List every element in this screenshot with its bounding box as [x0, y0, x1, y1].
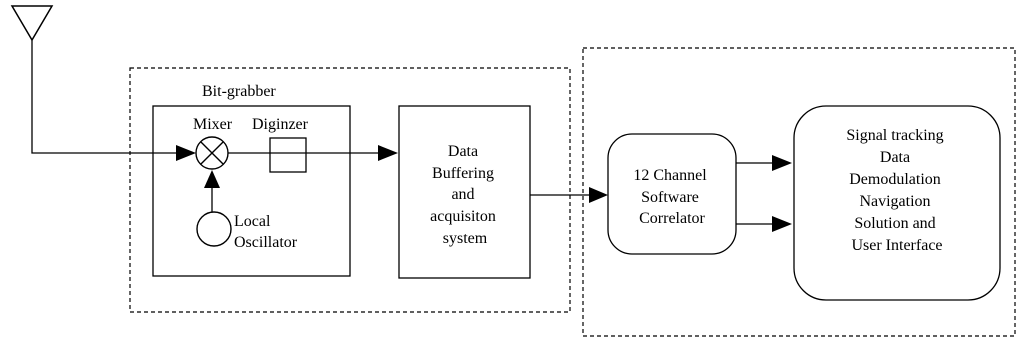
buffer-output-arrowhead: [589, 187, 608, 203]
mixer-output-arrowhead: [378, 145, 398, 161]
signal-tracking-label: Signal tracking Data Demodulation Naviga…: [846, 127, 947, 254]
oscillator-arrowhead: [204, 170, 220, 188]
antenna-feed-line: [31, 40, 176, 154]
local-oscillator-symbol: [196, 211, 232, 247]
antenna-feed-arrowhead: [176, 145, 196, 161]
correlator-output-arrowhead-1: [772, 155, 792, 171]
mixer-symbol: [195, 136, 229, 170]
bitgrabber-group: [129, 67, 571, 313]
rf-frontend-box: [152, 105, 351, 277]
data-buffering-box: [398, 105, 531, 279]
local-oscillator-label: Local Oscillator: [234, 213, 298, 251]
digitizer-box: [269, 137, 307, 173]
software-receiver-group: [582, 47, 1016, 337]
correlator-box: [607, 133, 737, 255]
data-buffering-label: Data Buffering and acquisiton system: [430, 143, 500, 247]
correlator-label: 12 Channel Software Correlator: [633, 167, 710, 227]
mixer-label: Mixer: [193, 116, 233, 133]
signal-tracking-box: [793, 105, 1001, 301]
bitgrabber-title: Bit-grabber: [202, 83, 276, 100]
correlator-output-arrowhead-2: [772, 216, 792, 232]
antenna-icon: [10, 5, 54, 42]
digitizer-label: Diginzer: [252, 116, 309, 133]
